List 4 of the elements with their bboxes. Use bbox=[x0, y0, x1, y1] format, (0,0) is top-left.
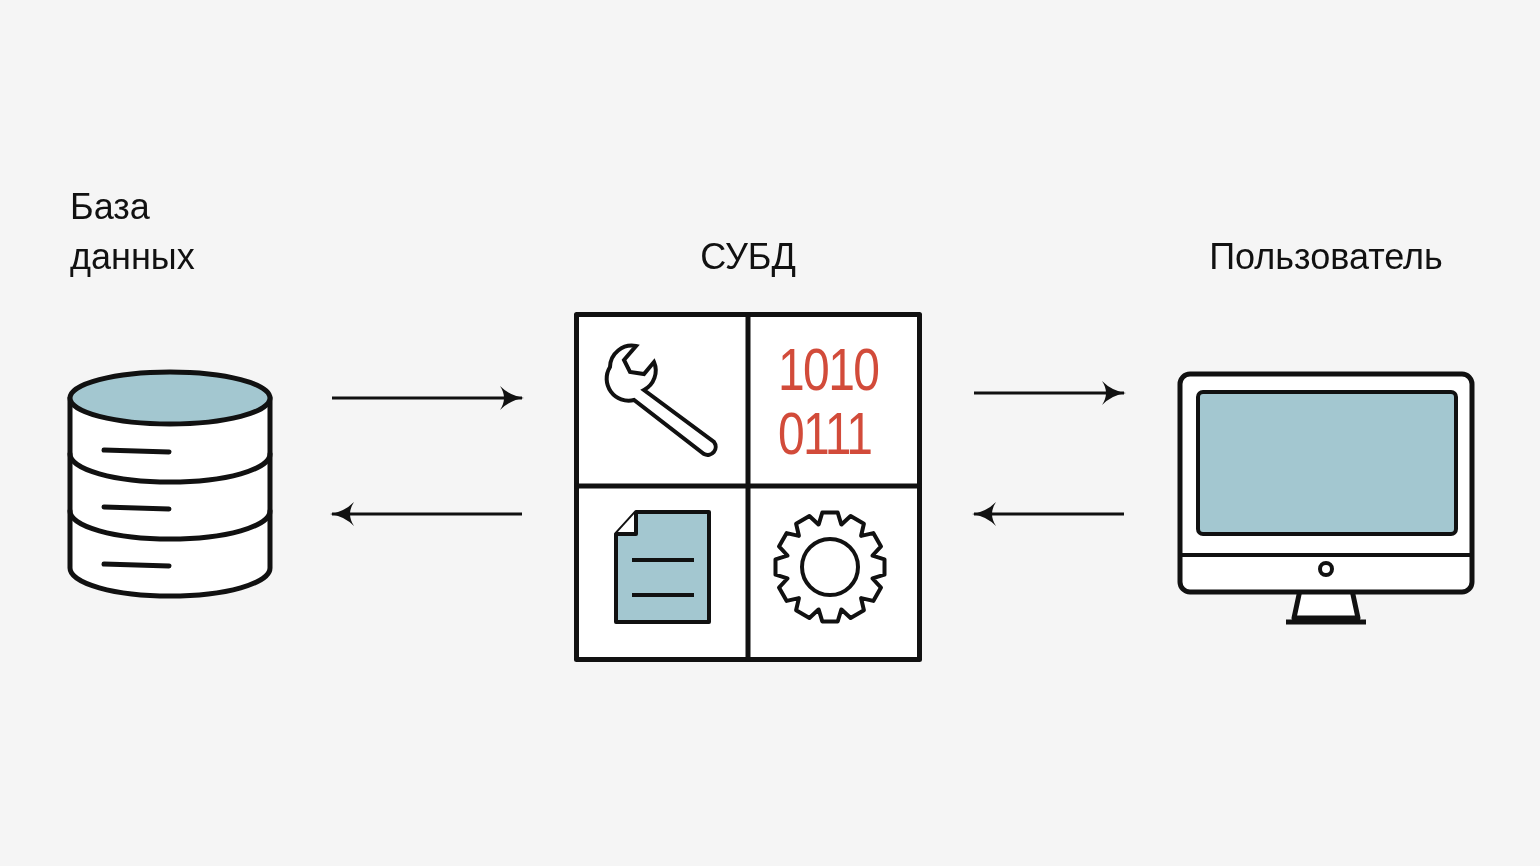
binary-code-text: 1010 0111 bbox=[778, 338, 880, 466]
node-label: СУБД bbox=[699, 235, 797, 279]
node-label: База данных bbox=[70, 185, 196, 279]
node-label: Пользователь bbox=[1208, 235, 1444, 279]
